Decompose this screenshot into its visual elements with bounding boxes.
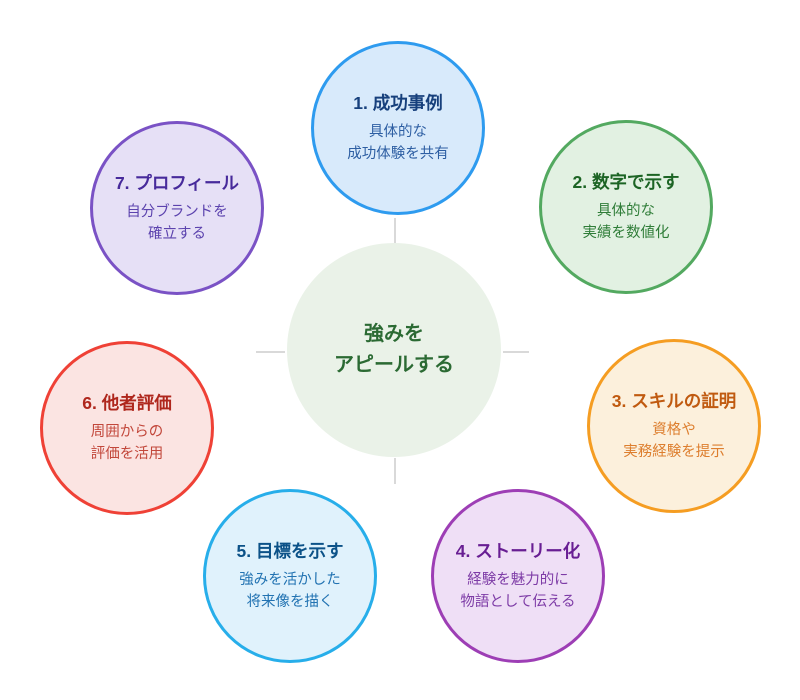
node-1-success-stories: 1. 成功事例 具体的な 成功体験を共有 <box>311 41 485 215</box>
node-6-subtitle-line2: 評価を活用 <box>90 446 164 462</box>
connector-top <box>394 218 396 243</box>
connector-right <box>503 351 529 353</box>
node-1-subtitle-line1: 具体的な <box>369 124 427 141</box>
node-5-title: 5. 目標を示す <box>236 541 344 562</box>
node-4-storytelling: 4. ストーリー化 経験を魅力的に 物語として伝える <box>431 489 605 663</box>
node-7-profile: 7. プロフィール 自分ブランドを 確立する <box>90 121 264 295</box>
node-6-subtitle-line1: 周囲からの <box>90 424 164 441</box>
node-7-title: 7. プロフィール <box>114 173 240 194</box>
node-6-title: 6. 他者評価 <box>82 393 172 414</box>
node-3-subtitle-line2: 実務経験を提示 <box>623 444 725 460</box>
node-4-subtitle-line1: 経験を魅力的に <box>467 572 569 589</box>
center-title-line2: アピールする <box>334 354 454 376</box>
node-2-subtitle-line2: 実績を数値化 <box>582 225 670 241</box>
node-7-subtitle-line2: 確立する <box>148 226 206 242</box>
node-2-subtitle-line1: 具体的な <box>597 203 655 220</box>
node-7-subtitle-line1: 自分ブランドを <box>126 204 228 221</box>
node-3-subtitle-line1: 資格や <box>652 422 696 439</box>
node-3-skill-proof: 3. スキルの証明 資格や 実務経験を提示 <box>587 339 761 513</box>
center-title-line1: 強みを <box>364 323 424 345</box>
node-6-peer-evaluation: 6. 他者評価 周囲からの 評価を活用 <box>40 341 214 515</box>
node-2-show-numbers: 2. 数字で示す 具体的な 実績を数値化 <box>539 120 713 294</box>
node-5-show-goals: 5. 目標を示す 強みを活かした 将来像を描く <box>203 489 377 663</box>
node-1-subtitle-line2: 成功体験を共有 <box>347 146 449 162</box>
node-4-title: 4. ストーリー化 <box>455 541 581 562</box>
node-5-subtitle-line1: 強みを活かした <box>239 572 341 589</box>
node-2-title: 2. 数字で示す <box>572 172 680 193</box>
center-circle-appeal-strengths: 強みを アピールする <box>287 243 501 457</box>
node-1-title: 1. 成功事例 <box>353 93 443 114</box>
connector-bottom <box>394 458 396 484</box>
node-3-title: 3. スキルの証明 <box>611 391 737 412</box>
node-5-subtitle-line2: 将来像を描く <box>246 594 334 610</box>
node-4-subtitle-line2: 物語として伝える <box>460 594 576 610</box>
connector-left <box>256 351 285 353</box>
